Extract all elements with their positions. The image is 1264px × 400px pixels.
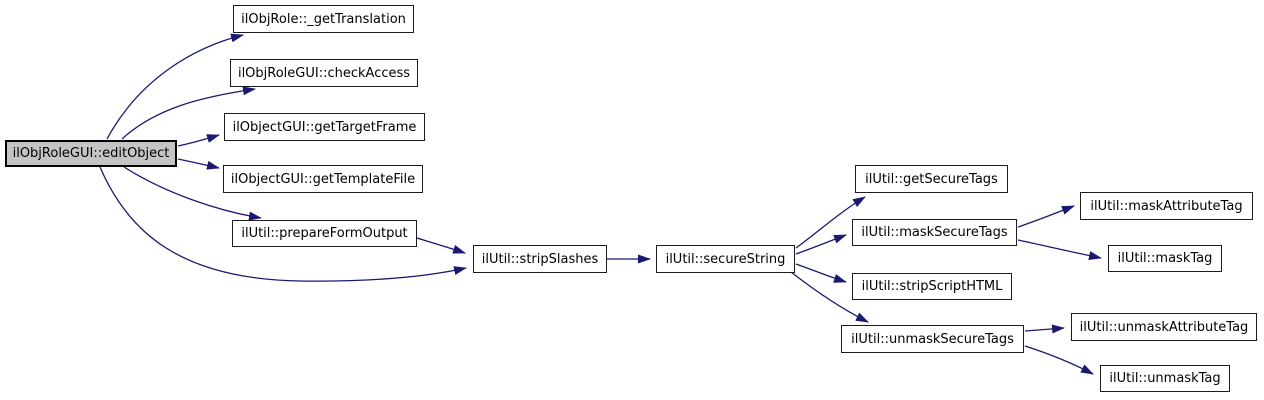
node-editObject: ilObjRoleGUI::editObject xyxy=(5,140,177,167)
node-maskAttributeTag[interactable]: ilUtil::maskAttributeTag xyxy=(1080,192,1253,220)
edge-editObject-getTargetFrame xyxy=(177,134,220,147)
edge-unmaskSecureTags-unmaskTag xyxy=(1024,345,1094,375)
edge-secureString-maskSecureTags xyxy=(795,234,847,255)
edge-editObject-checkAccess xyxy=(121,86,256,140)
node-secureString[interactable]: ilUtil::secureString xyxy=(656,245,795,273)
edge-editObject-getTemplateFile xyxy=(177,158,220,170)
edge-prepareFormOutput-stripSlashes xyxy=(416,237,466,254)
edge-secureString-stripScriptHTML xyxy=(795,263,847,283)
edge-secureString-unmaskSecureTags xyxy=(790,271,869,323)
node-stripScriptHTML[interactable]: ilUtil::stripScriptHTML xyxy=(852,273,1012,300)
node-unmaskTag[interactable]: ilUtil::unmaskTag xyxy=(1100,365,1230,392)
edge-unmaskSecureTags-unmaskAttributeTag xyxy=(1024,324,1065,334)
node-getTargetFrame[interactable]: ilObjectGUI::getTargetFrame xyxy=(224,113,425,141)
node-getTranslation[interactable]: ilObjRole::_getTranslation xyxy=(233,5,414,33)
edge-maskSecureTags-maskAttributeTag xyxy=(1017,205,1075,228)
edge-editObject-getTranslation xyxy=(106,33,244,140)
node-maskSecureTags[interactable]: ilUtil::maskSecureTags xyxy=(852,219,1017,246)
edge-editObject-stripSlashes xyxy=(99,166,467,282)
edge-maskSecureTags-maskTag xyxy=(1017,239,1102,260)
node-prepareFormOutput[interactable]: ilUtil::prepareFormOutput xyxy=(232,220,417,247)
node-getTemplateFile[interactable]: ilObjectGUI::getTemplateFile xyxy=(223,165,423,193)
node-checkAccess[interactable]: ilObjRoleGUI::checkAccess xyxy=(230,59,418,87)
edge-secureString-getSecureTags xyxy=(795,196,866,249)
node-unmaskAttributeTag[interactable]: ilUtil::unmaskAttributeTag xyxy=(1071,313,1257,341)
node-maskTag[interactable]: ilUtil::maskTag xyxy=(1108,245,1222,272)
node-stripSlashes[interactable]: ilUtil::stripSlashes xyxy=(473,245,607,273)
node-getSecureTags[interactable]: ilUtil::getSecureTags xyxy=(855,165,1008,193)
node-unmaskSecureTags[interactable]: ilUtil::unmaskSecureTags xyxy=(841,325,1024,353)
edge-editObject-prepareFormOutput xyxy=(123,166,262,221)
